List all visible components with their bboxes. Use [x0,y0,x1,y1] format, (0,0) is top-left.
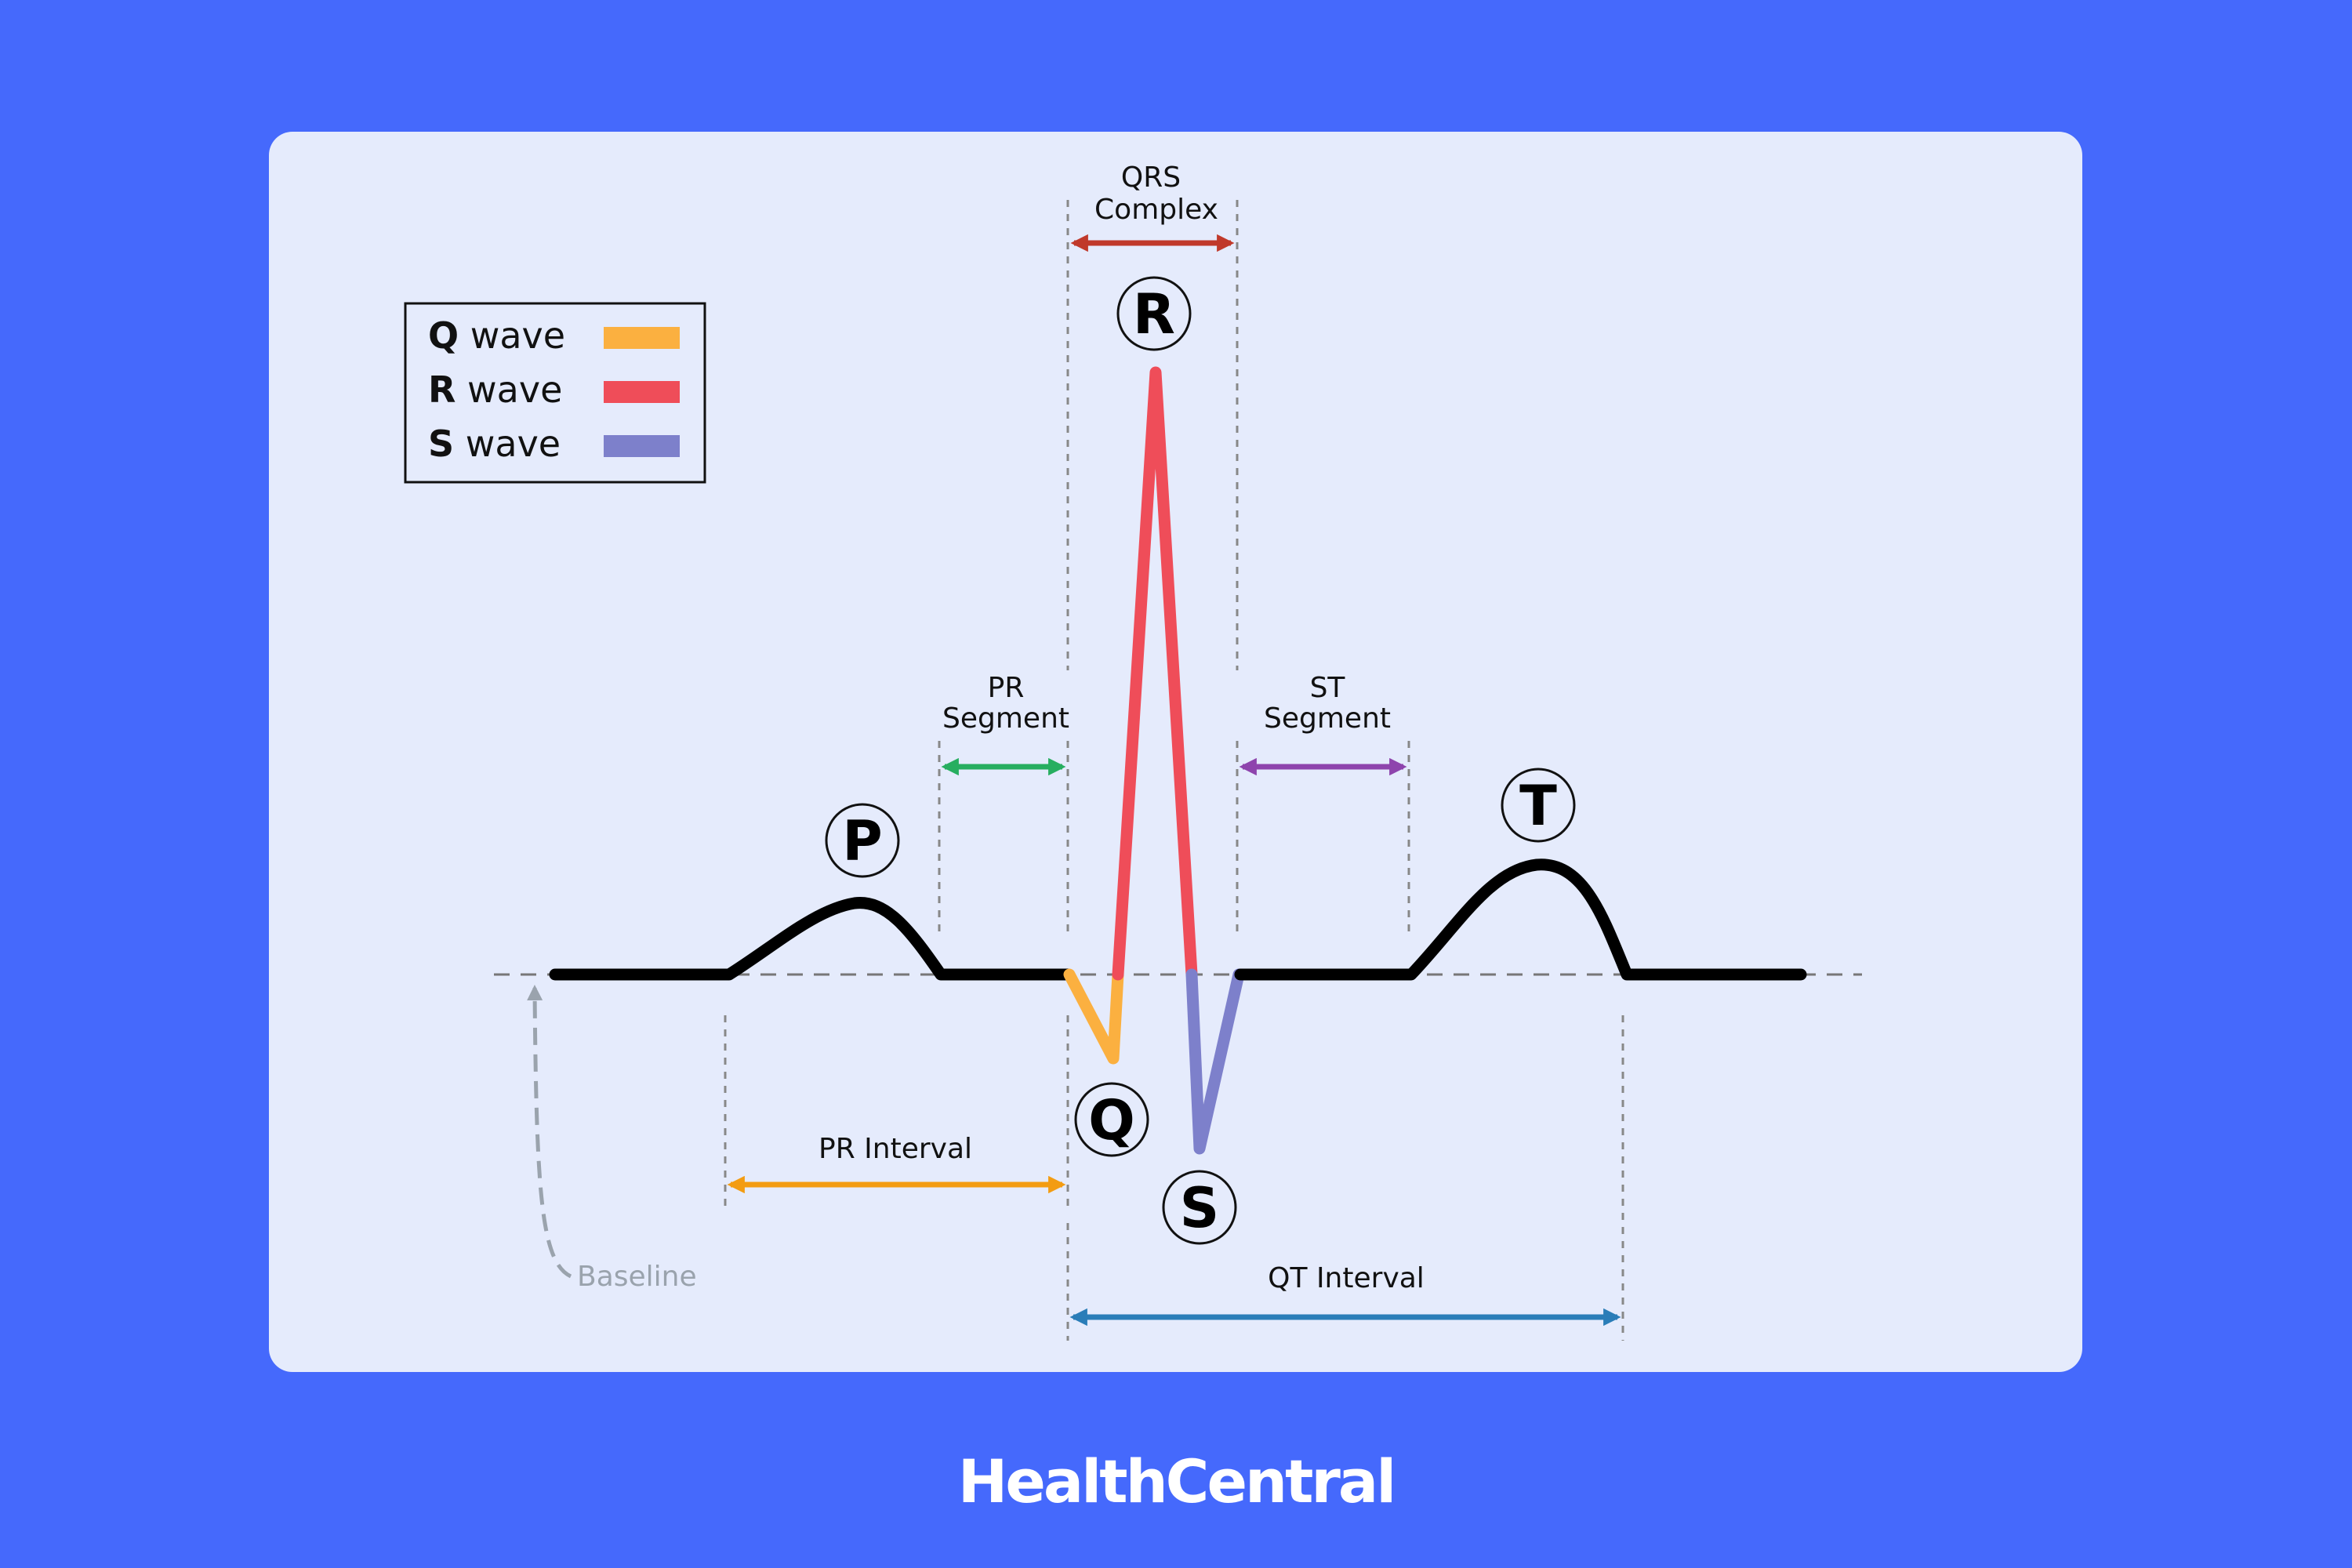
st-segment-label-line1: ST [1310,672,1346,704]
q-wave-trace [1063,968,1124,1065]
q-wave-letter: Q [1088,1088,1135,1152]
legend-swatch-r [604,381,680,403]
wave-markers: P Q R S T [825,276,1576,1245]
t-wave-marker: T [1501,768,1576,843]
legend-item-s: S wave [428,423,561,465]
r-wave-trace [1112,366,1198,981]
pr-segment-label-line2: Segment [942,702,1069,735]
legend-box [404,302,706,484]
r-wave-marker: R [1116,276,1192,351]
guide-lines [724,200,1624,1341]
st-segment-label-line2: Segment [1264,702,1391,735]
t-wave-letter: T [1519,774,1557,838]
s-wave-letter: S [1180,1176,1219,1240]
s-wave-trace [1185,968,1245,1155]
p-wave-letter: P [842,809,882,873]
qrs-label-line2: Complex [1094,194,1218,226]
pr-interval-label: PR Interval [818,1133,972,1165]
r-wave-letter: R [1133,282,1175,347]
ecg-trace [549,366,1807,1155]
pr-segment-label-line1: PR [988,672,1025,704]
healthcentral-logo: HealthCentral [957,1446,1397,1516]
legend-swatch-q [604,327,680,349]
qrs-label-line1: QRS [1121,162,1181,194]
q-wave-marker: Q [1074,1082,1149,1157]
s-wave-marker: S [1162,1170,1237,1245]
legend-item-r: R wave [428,368,562,411]
baseline-label: Baseline [577,1261,697,1293]
p-wave-trace [549,897,1074,981]
legend-item-q: Q wave [428,314,565,357]
t-wave-trace [1234,858,1807,981]
qt-interval-label: QT Interval [1268,1262,1425,1294]
baseline-pointer-arrow [527,985,572,1279]
legend-swatch-s [604,435,680,457]
legend: Q wave R wave S wave [404,302,706,484]
p-wave-marker: P [825,803,900,878]
